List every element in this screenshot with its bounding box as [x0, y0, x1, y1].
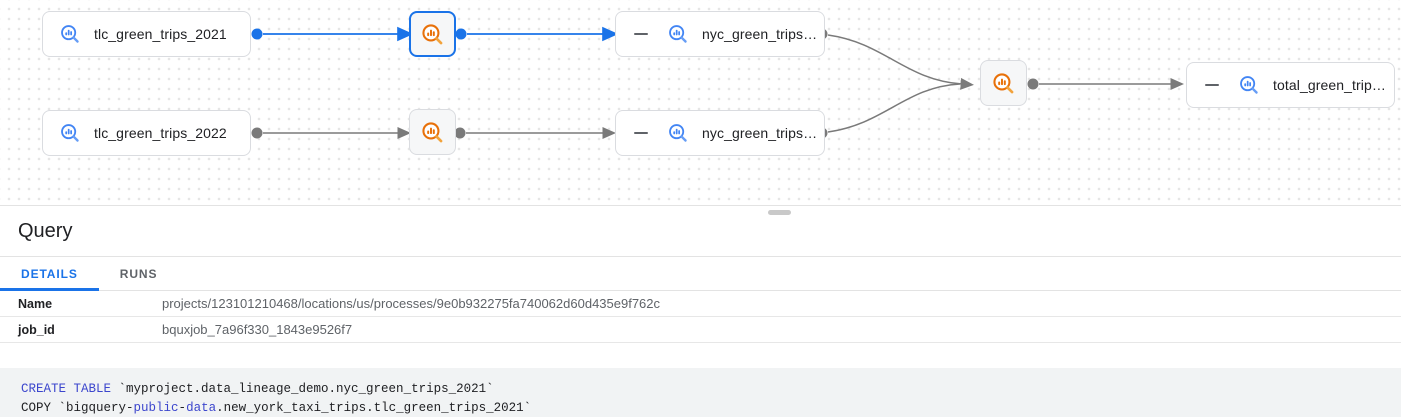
table-row: Name projects/123101210468/locations/us/…: [0, 291, 1401, 317]
sql-code-block: CREATE TABLE `myproject.data_lineage_dem…: [0, 368, 1401, 417]
detail-row-label: job_id: [18, 322, 55, 337]
node-label: nyc_green_trips…: [702, 125, 818, 141]
node-label: nyc_green_trips…: [702, 26, 818, 42]
bigquery-table-icon: [61, 25, 79, 43]
bigquery-table-icon: [669, 25, 687, 43]
process-node-selected[interactable]: [409, 11, 456, 57]
process-node-merge[interactable]: [980, 60, 1027, 106]
query-details-panel: Query DETAILS RUNS Name projects/1231012…: [0, 207, 1401, 343]
collapse-minus-icon[interactable]: [634, 131, 648, 135]
node-label: total_green_trip…: [1273, 77, 1386, 93]
detail-row-value: bquxjob_7a96f330_1843e9526f7: [162, 322, 353, 337]
process-query-icon: [993, 72, 1014, 93]
panel-header: Query: [0, 207, 1401, 257]
bigquery-table-icon: [61, 124, 79, 142]
node-label: tlc_green_trips_2022: [94, 125, 227, 141]
panel-tabbar: DETAILS RUNS: [0, 257, 1401, 291]
collapse-minus-icon[interactable]: [1205, 83, 1219, 87]
node-label: tlc_green_trips_2021: [94, 26, 227, 42]
bigquery-table-icon: [1240, 76, 1258, 94]
panel-title: Query: [18, 220, 73, 242]
lineage-graph-canvas[interactable]: tlc_green_trips_2021 nyc_green_trips…: [0, 0, 1401, 206]
details-table: Name projects/123101210468/locations/us/…: [0, 291, 1401, 343]
process-node-row2[interactable]: [409, 109, 456, 155]
table-node-nyc-green-trips-2021[interactable]: nyc_green_trips…: [615, 11, 825, 57]
table-node-tlc-green-trips-2021[interactable]: tlc_green_trips_2021: [42, 11, 251, 57]
process-query-icon: [422, 23, 443, 44]
table-node-tlc-green-trips-2022[interactable]: tlc_green_trips_2022: [42, 110, 251, 156]
sql-code: CREATE TABLE `myproject.data_lineage_dem…: [21, 382, 532, 415]
tab-runs[interactable]: RUNS: [119, 266, 158, 281]
collapse-minus-icon[interactable]: [634, 32, 648, 36]
table-row: job_id bquxjob_7a96f330_1843e9526f7: [0, 317, 1401, 343]
tab-details[interactable]: DETAILS: [0, 257, 99, 291]
process-query-icon: [422, 121, 443, 142]
detail-row-label: Name: [18, 296, 53, 311]
detail-row-value: projects/123101210468/locations/us/proce…: [162, 296, 661, 311]
table-node-nyc-green-trips-2022[interactable]: nyc_green_trips…: [615, 110, 825, 156]
table-node-total-green-trips[interactable]: total_green_trip…: [1186, 62, 1395, 108]
bigquery-table-icon: [669, 124, 687, 142]
panel-resize-handle[interactable]: [768, 210, 791, 215]
